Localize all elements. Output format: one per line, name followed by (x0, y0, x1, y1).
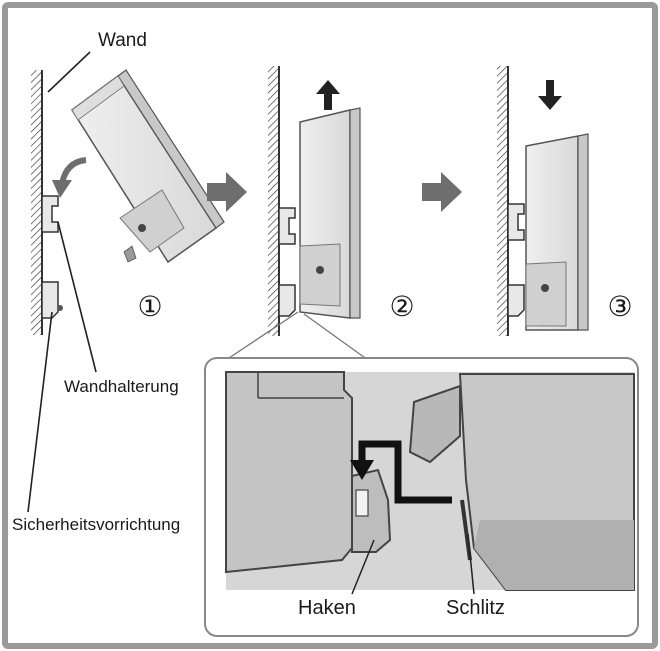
label-schlitz: Schlitz (446, 597, 505, 619)
detail-leader-left (225, 311, 299, 361)
wand-leader (47, 51, 91, 93)
bracket-detail (408, 384, 461, 464)
detail-leader-right (303, 313, 369, 361)
step-number-3: ③ (607, 291, 632, 322)
wall-bracket (278, 207, 296, 245)
step-1-panel (31, 69, 225, 335)
device-tilted (70, 69, 225, 264)
hook-motion-arrow-head (350, 460, 374, 480)
wall-bracket (41, 195, 59, 233)
haken-leader (351, 539, 375, 595)
next-arrow-2 (422, 172, 462, 212)
safety-device (41, 281, 59, 319)
step-number-1: ① (137, 291, 162, 322)
up-arrow (316, 80, 340, 110)
wall-hatch (497, 66, 508, 336)
hook-detail-inset (204, 357, 639, 637)
device-lowered (525, 133, 589, 331)
schlitz-leader (467, 533, 475, 595)
step-2-panel (268, 66, 361, 336)
safety-device (507, 284, 525, 317)
device-lifted (299, 107, 361, 319)
wandhalterung-leader (57, 221, 97, 373)
label-sicherheitsvorrichtung: Sicherheitsvorrichtung (12, 515, 180, 534)
label-haken: Haken (298, 597, 356, 619)
sicherheit-leader (27, 311, 53, 513)
wall-hatch (31, 70, 42, 335)
safety-device (278, 284, 296, 317)
hook-arrow-head (52, 180, 72, 198)
slit-detail (460, 499, 472, 561)
label-wandhalterung: Wandhalterung (64, 377, 179, 396)
device-back-detail (225, 371, 353, 574)
next-arrow-1 (207, 172, 247, 212)
label-wand: Wand (98, 30, 147, 51)
down-arrow (538, 80, 562, 110)
hook-motion-arrow (358, 440, 452, 504)
safety-screw (57, 305, 63, 311)
wall-hatch (268, 66, 279, 336)
step-3-panel (497, 66, 589, 336)
wall-bracket (507, 203, 525, 241)
step-number-2: ② (389, 291, 414, 322)
